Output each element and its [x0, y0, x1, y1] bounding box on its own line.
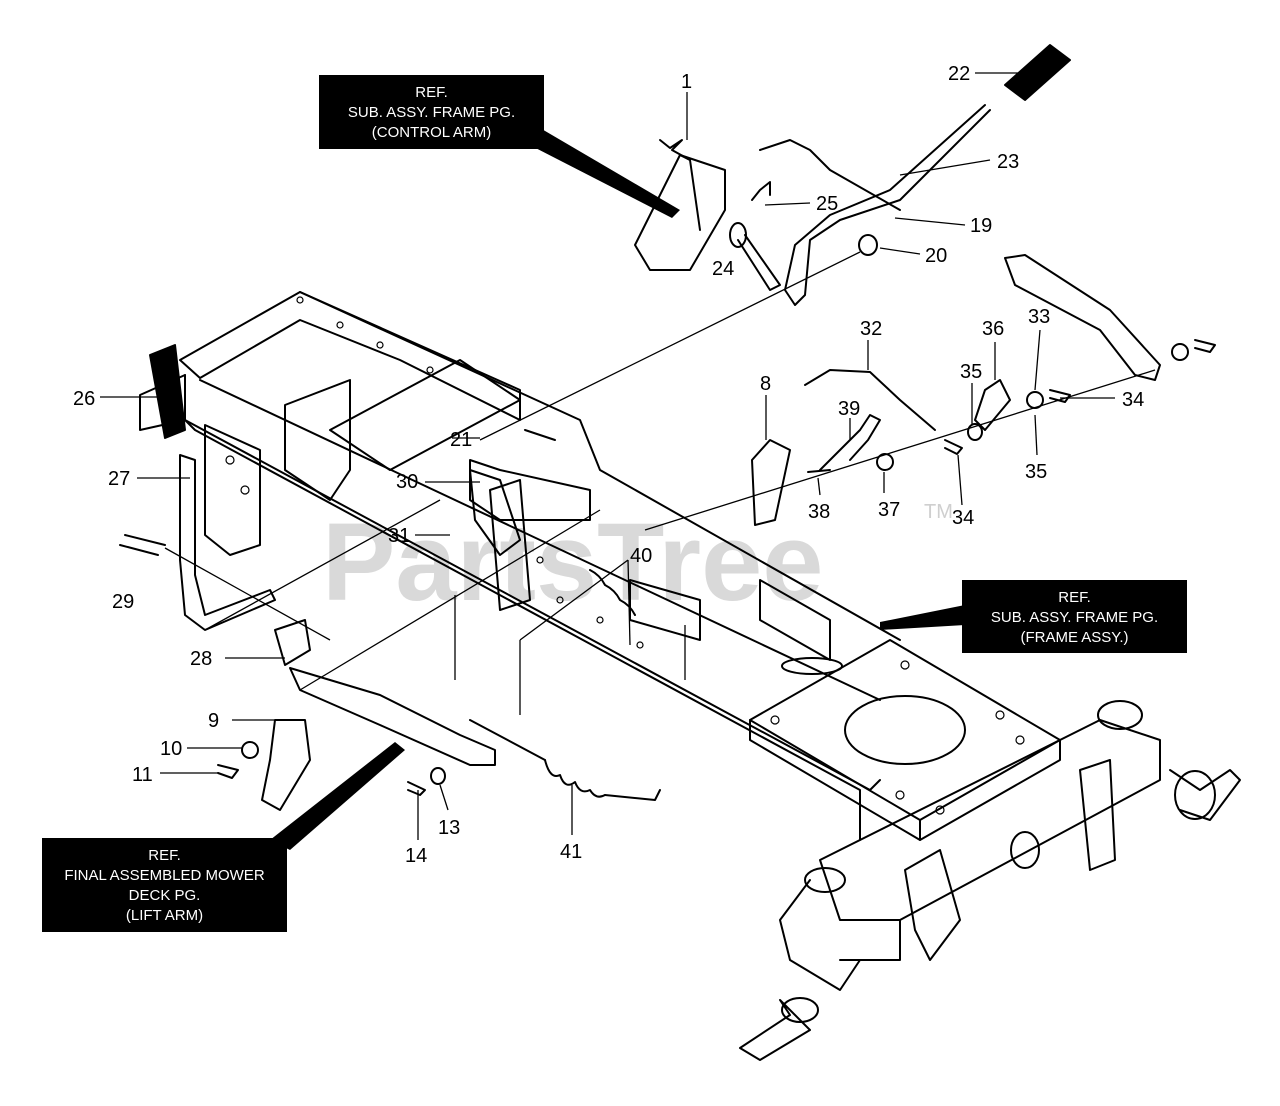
- clip-14: [407, 781, 426, 796]
- part-number-26: 26: [73, 388, 95, 410]
- bracket-30: [469, 469, 521, 556]
- linkage-21: [524, 429, 556, 441]
- ref-lift-arm-line-2: FINAL ASSEMBLED MOWER: [64, 867, 265, 884]
- part-number-30: 30: [396, 471, 418, 493]
- part-number-38: 38: [808, 501, 830, 523]
- part-number-1: 1: [681, 71, 692, 93]
- spring-41: [469, 719, 661, 801]
- part-number-34b: 34: [952, 507, 974, 529]
- part-number-20: 20: [925, 245, 947, 267]
- arm-top-right: [1004, 254, 1161, 381]
- part-number-34a: 34: [1122, 389, 1144, 411]
- spring-pin-assembly: [729, 181, 781, 291]
- ref-pointer-control-arm: [520, 128, 680, 218]
- bolts-29: [119, 534, 166, 556]
- part-number-39: 39: [838, 398, 860, 420]
- rod-27: [179, 454, 276, 631]
- part-number-27: 27: [108, 468, 130, 490]
- ref-frame-assy-line-2: SUB. ASSY. FRAME PG.: [990, 609, 1159, 626]
- ref-control-arm-line-1: REF.: [415, 84, 448, 101]
- part-number-10: 10: [160, 738, 182, 760]
- hardware-33-35: [944, 339, 1216, 455]
- ref-pointer-frame-assy: [880, 605, 965, 630]
- ref-control-arm-line-3: (CONTROL ARM): [371, 124, 492, 141]
- nut-37: [876, 453, 894, 471]
- ref-lift-arm-line-4: (LIFT ARM): [125, 907, 204, 924]
- part-number-29: 29: [112, 591, 134, 613]
- part-number-32: 32: [860, 318, 882, 340]
- ref-frame-assy-line-1: REF.: [1058, 589, 1091, 606]
- part-number-14: 14: [405, 845, 427, 867]
- part-number-21: 21: [450, 429, 472, 451]
- part-number-35b: 35: [1025, 461, 1047, 483]
- part-number-23: 23: [997, 151, 1019, 173]
- part-number-9: 9: [208, 710, 219, 732]
- watermark-tm: TM: [924, 501, 953, 523]
- spring-39: [819, 414, 881, 471]
- leader-lines: [100, 72, 1156, 840]
- part-number-labels: 1 22 23 25 19 20 24 26 27 29 28 9 10 11 …: [73, 63, 1144, 867]
- ref-box-frame-assy: REF. SUB. ASSY. FRAME PG. (FRAME ASSY.): [962, 580, 1187, 653]
- part-number-8: 8: [760, 373, 771, 395]
- part-number-22: 22: [948, 63, 970, 85]
- part-number-35a: 35: [960, 361, 982, 383]
- part-number-31: 31: [388, 525, 410, 547]
- washer-20: [858, 234, 878, 256]
- part-number-33: 33: [1028, 306, 1050, 328]
- lift-lever-assembly: [759, 44, 1071, 306]
- ref-box-lift-arm: REF. FINAL ASSEMBLED MOWER DECK PG. (LIF…: [42, 838, 287, 932]
- part-number-19: 19: [970, 215, 992, 237]
- ref-box-control-arm: REF. SUB. ASSY. FRAME PG. (CONTROL ARM): [319, 75, 544, 149]
- plate-8: [751, 439, 791, 526]
- washer-13: [430, 767, 446, 785]
- part-number-24: 24: [712, 258, 734, 280]
- ref-frame-assy-line-3: (FRAME ASSY.): [1020, 629, 1129, 646]
- part-number-41: 41: [560, 841, 582, 863]
- bolt-38: [807, 469, 831, 473]
- ref-pointer-lift-arm: [270, 742, 405, 850]
- watermark-text: PartsTree: [322, 501, 823, 624]
- control-arm-bracket: [634, 139, 726, 271]
- part-number-28: 28: [190, 648, 212, 670]
- part-number-36: 36: [982, 318, 1004, 340]
- bracket-36: [974, 379, 1011, 431]
- part-number-11: 11: [132, 764, 153, 786]
- handle-grip-26: [149, 344, 186, 439]
- part-number-13: 13: [438, 817, 460, 839]
- bracket-28: [274, 619, 311, 666]
- part-number-40: 40: [630, 545, 652, 567]
- part-number-37: 37: [878, 499, 900, 521]
- ref-lift-arm-line-1: REF.: [148, 847, 181, 864]
- lift-arm: [217, 667, 496, 811]
- rod-32: [804, 369, 936, 431]
- main-frame: [139, 291, 1241, 1061]
- ref-lift-arm-line-3: DECK PG.: [128, 887, 201, 904]
- ref-control-arm-line-2: SUB. ASSY. FRAME PG.: [347, 104, 516, 121]
- frame-holes: [225, 296, 1025, 815]
- part-number-25: 25: [816, 193, 838, 215]
